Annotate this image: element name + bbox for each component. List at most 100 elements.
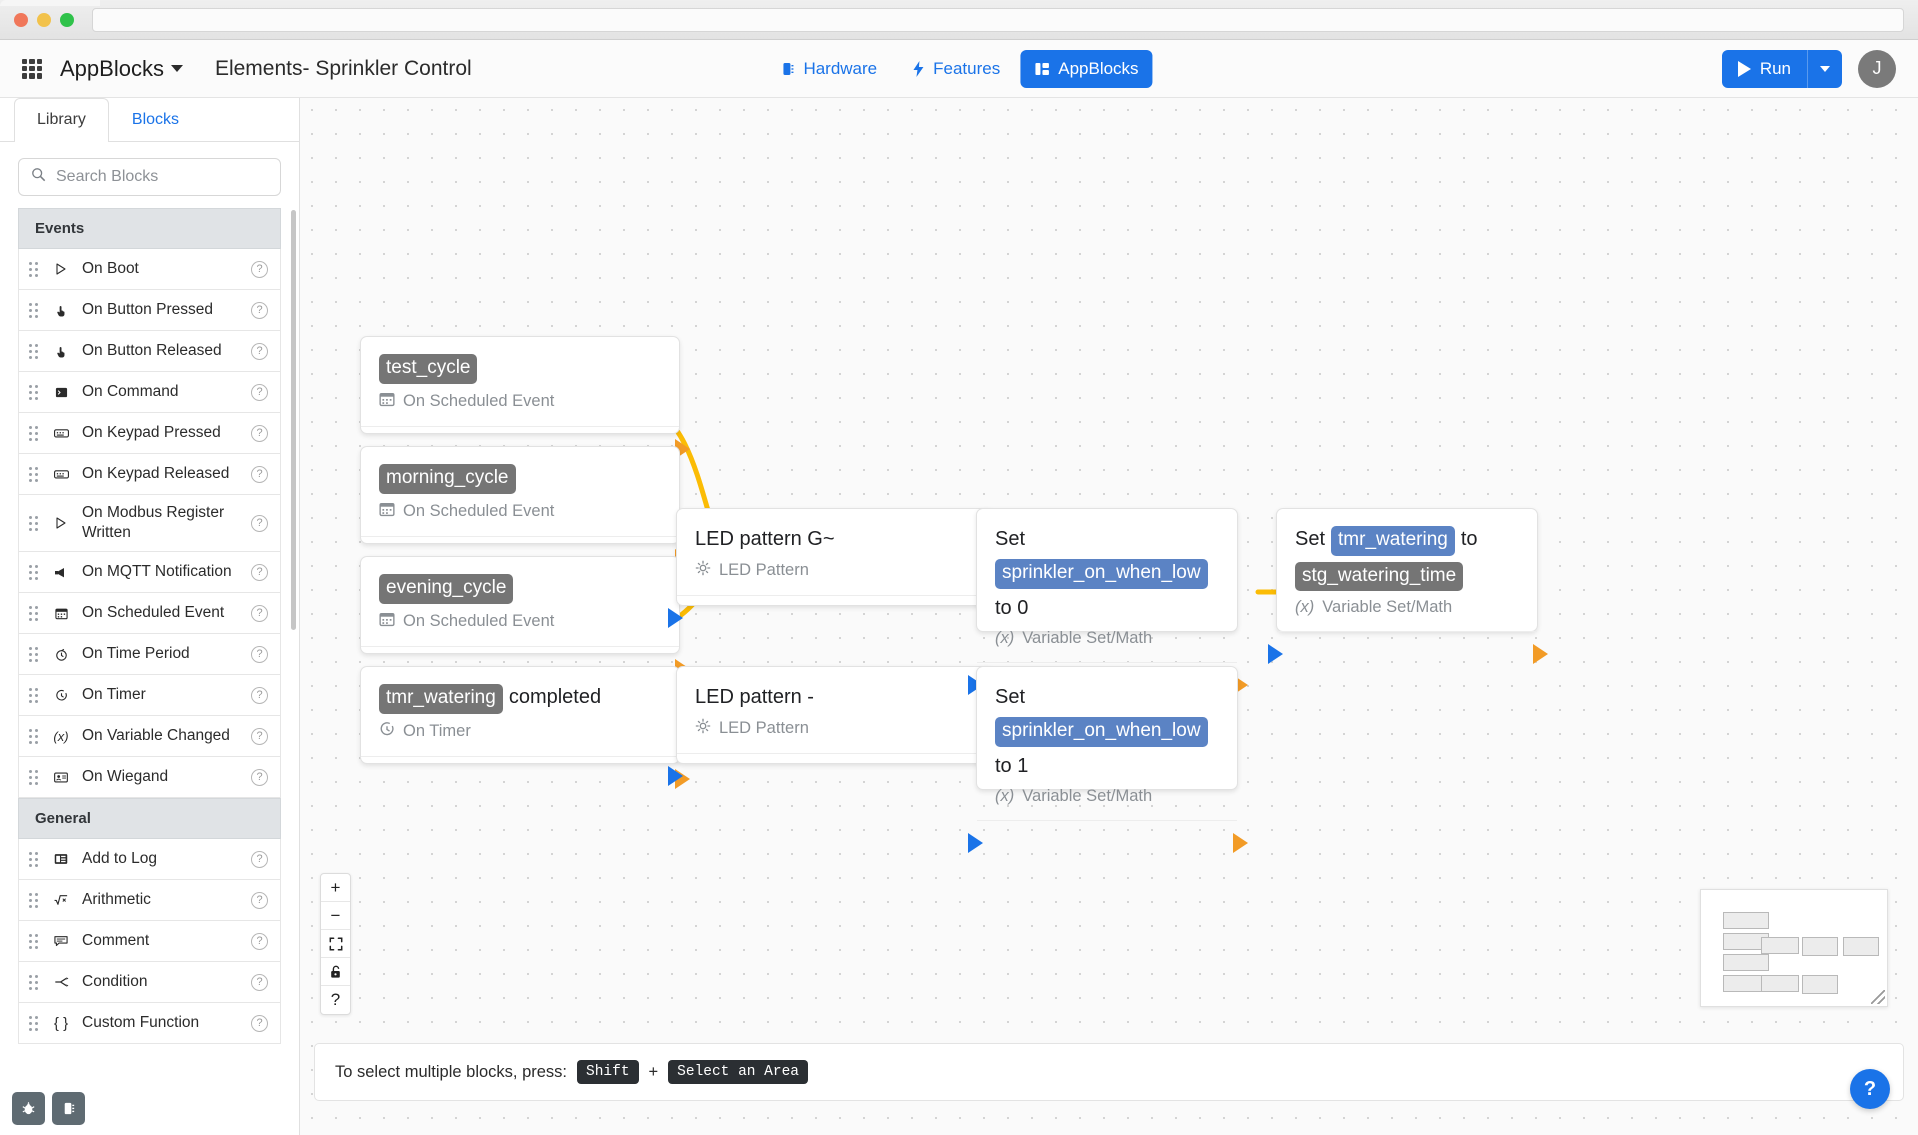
help-icon[interactable]: ? (251, 514, 268, 532)
help-icon[interactable]: ? (251, 383, 268, 401)
library-item-on-scheduled-event[interactable]: On Scheduled Event ? (18, 593, 281, 635)
help-icon[interactable]: ? (251, 932, 268, 950)
help-icon[interactable]: ? (251, 301, 268, 319)
minimap-resize-handle[interactable] (1871, 990, 1885, 1004)
help-icon[interactable]: ? (251, 768, 268, 786)
run-button-main[interactable]: Run (1722, 59, 1807, 79)
help-icon[interactable]: ? (251, 973, 268, 991)
drag-handle-icon[interactable] (29, 687, 40, 703)
library-item-on-wiegand[interactable]: On Wiegand ? (18, 757, 281, 799)
node-set-sprinkler-1[interactable]: Set sprinkler_on_when_low to 1 (x) Varia… (968, 666, 1248, 853)
library-item-custom-function[interactable]: { } Custom Function ? (18, 1003, 281, 1045)
library-item-on-button-released[interactable]: On Button Released ? (18, 331, 281, 372)
library-item-on-command[interactable]: On Command ? (18, 372, 281, 413)
node-led-pattern-g[interactable]: LED pattern G~ LED Pattern (668, 508, 1006, 628)
library-item-on-keypad-released[interactable]: On Keypad Released ? (18, 454, 281, 495)
apps-grid-icon[interactable] (22, 58, 42, 79)
output-port[interactable] (1233, 832, 1248, 853)
drag-handle-icon[interactable] (29, 933, 40, 949)
sidebar-scrollbar[interactable] (291, 210, 296, 670)
help-icon[interactable]: ? (251, 424, 268, 442)
help-icon[interactable]: ? (251, 465, 268, 483)
lock-button[interactable] (321, 958, 350, 986)
node-led-pattern-dash[interactable]: LED pattern - LED Pattern (668, 666, 1006, 786)
search-input[interactable] (56, 168, 268, 186)
drag-handle-icon[interactable] (29, 425, 40, 441)
drag-handle-icon[interactable] (29, 892, 40, 908)
library-item-on-keypad-pressed[interactable]: On Keypad Pressed ? (18, 413, 281, 454)
debug-button[interactable] (12, 1092, 45, 1125)
minimize-window-button[interactable] (37, 12, 51, 27)
node-evening-cycle[interactable]: evening_cycle On Scheduled Event (360, 556, 690, 679)
node-set-tmr-watering[interactable]: Set tmr_watering to stg_watering_time (x… (1268, 508, 1548, 665)
drag-handle-icon[interactable] (29, 1015, 40, 1031)
help-icon[interactable]: ? (251, 1014, 268, 1032)
nav-appblocks[interactable]: AppBlocks (1020, 49, 1153, 88)
drag-handle-icon[interactable] (29, 343, 40, 359)
library-item-comment[interactable]: Comment ? (18, 921, 281, 963)
avatar[interactable]: J (1858, 49, 1896, 88)
node-tmr-watering-completed[interactable]: tmr_watering completed On Timer (360, 666, 690, 789)
zoom-out-button[interactable]: − (321, 902, 350, 930)
library-item-on-timer[interactable]: On Timer ? (18, 675, 281, 717)
drag-handle-icon[interactable] (29, 466, 40, 482)
run-button[interactable]: Run (1721, 49, 1842, 88)
tab-blocks[interactable]: Blocks (131, 111, 180, 128)
library-item-on-button-pressed[interactable]: On Button Pressed ? (18, 290, 281, 331)
input-port[interactable] (668, 766, 683, 786)
node-test-cycle[interactable]: test_cycle On Scheduled Event (360, 336, 690, 459)
help-icon[interactable]: ? (251, 342, 268, 360)
canvas-help-button[interactable]: ? (330, 990, 341, 1009)
maximize-window-button[interactable] (60, 12, 74, 27)
help-icon[interactable]: ? (251, 260, 268, 278)
drag-handle-icon[interactable] (29, 728, 40, 744)
fit-view-button[interactable] (321, 930, 350, 958)
appblocks-canvas[interactable]: test_cycle On Scheduled Event morning_cy… (300, 98, 1918, 1135)
library-item-on-boot[interactable]: On Boot ? (18, 249, 281, 290)
library-item-condition[interactable]: Condition ? (18, 962, 281, 1004)
close-window-button[interactable] (14, 12, 28, 27)
canvas-minimap[interactable] (1700, 889, 1888, 1007)
drag-handle-icon[interactable] (29, 769, 40, 785)
library-item-arithmetic[interactable]: Arithmetic ? (18, 880, 281, 922)
library-item-on-mqtt-notification[interactable]: On MQTT Notification ? (18, 552, 281, 594)
drag-handle-icon[interactable] (29, 974, 40, 990)
nav-hardware[interactable]: Hardware (765, 50, 891, 88)
sun-icon (695, 718, 711, 739)
zoom-in-button[interactable]: + (321, 874, 350, 902)
drag-handle-icon[interactable] (29, 851, 40, 867)
help-icon[interactable]: ? (251, 850, 268, 868)
run-dropdown-button[interactable] (1807, 49, 1842, 88)
brand-menu[interactable]: AppBlocks (60, 56, 183, 82)
help-fab-button[interactable]: ? (1850, 1069, 1890, 1109)
drag-handle-icon[interactable] (29, 384, 40, 400)
search-box[interactable] (18, 158, 281, 196)
library-item-on-modbus-register-written[interactable]: On Modbus Register Written ? (18, 495, 281, 553)
drag-handle-icon[interactable] (29, 302, 40, 318)
sidebar-scrollbar-thumb[interactable] (291, 210, 296, 630)
help-icon[interactable]: ? (251, 686, 268, 704)
drag-handle-icon[interactable] (29, 564, 40, 580)
input-port[interactable] (968, 832, 983, 853)
node-set-sprinkler-0[interactable]: Set sprinkler_on_when_low to 0 (x) Varia… (968, 508, 1248, 695)
nav-features[interactable]: Features (897, 50, 1014, 88)
library-item-on-variable-changed[interactable]: (x) On Variable Changed ? (18, 716, 281, 758)
output-port[interactable] (1533, 644, 1548, 665)
library-item-on-time-period[interactable]: On Time Period ? (18, 634, 281, 676)
device-button[interactable] (52, 1092, 85, 1125)
help-icon[interactable]: ? (251, 891, 268, 909)
help-icon[interactable]: ? (251, 727, 268, 745)
input-port[interactable] (668, 608, 683, 628)
help-icon[interactable]: ? (251, 645, 268, 663)
drag-handle-icon[interactable] (29, 646, 40, 662)
tab-library[interactable]: Library (14, 98, 109, 142)
drag-handle-icon[interactable] (29, 515, 40, 531)
help-icon[interactable]: ? (251, 563, 268, 581)
address-bar[interactable] (92, 7, 1904, 32)
drag-handle-icon[interactable] (29, 605, 40, 621)
drag-handle-icon[interactable] (29, 261, 40, 277)
node-morning-cycle[interactable]: morning_cycle On Scheduled Event (360, 446, 690, 569)
input-port[interactable] (1268, 644, 1283, 665)
library-item-add-to-log[interactable]: Add to Log ? (18, 839, 281, 881)
help-icon[interactable]: ? (251, 604, 268, 622)
